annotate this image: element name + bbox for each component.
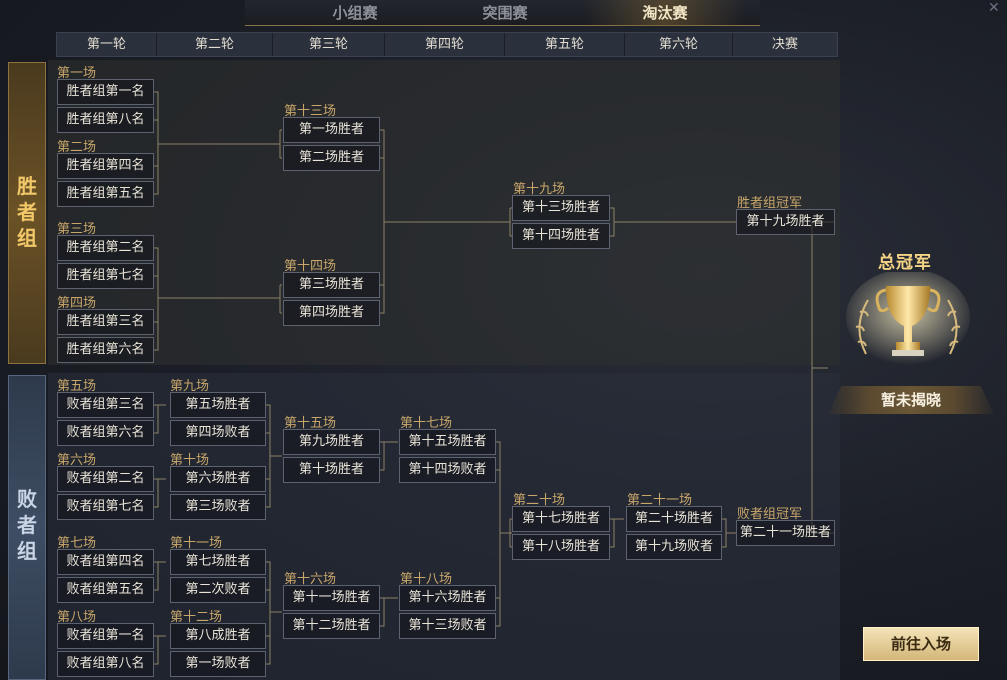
bracket-slot[interactable]: 败者组第七名 — [57, 494, 154, 520]
losers-group-label: 败者组 — [17, 487, 37, 563]
bracket-slot[interactable]: 胜者组第一名 — [57, 79, 154, 105]
match-label: 第十五场 — [284, 416, 337, 431]
match-label: 第十四场 — [284, 259, 337, 274]
bracket-slot[interactable]: 第四场胜者 — [283, 300, 380, 326]
bracket-slot[interactable]: 第十一场胜者 — [283, 585, 380, 611]
round-1: 第一轮 — [57, 33, 157, 56]
bracket-slot[interactable]: 第十四场胜者 — [512, 223, 610, 249]
winners-group-label: 胜者组 — [17, 174, 37, 250]
match-label: 第九场 — [170, 379, 210, 394]
round-final: 决赛 — [771, 37, 798, 52]
match-label: 第十六场 — [284, 572, 337, 587]
bracket-slot[interactable]: 第三场胜者 — [283, 272, 380, 298]
connector — [154, 91, 159, 195]
match-label: 第十七场 — [400, 416, 453, 431]
round-header: 第一轮 第二轮 第三轮 第四轮 第五轮 第六轮 决赛 — [56, 32, 838, 57]
bracket-slot[interactable]: 第五场胜者 — [170, 392, 266, 418]
match-label: 败者组冠军 — [737, 507, 803, 522]
round-4: 第四轮 — [385, 33, 505, 56]
bracket-slot[interactable]: 第四场败者 — [170, 420, 266, 446]
round-2: 第二轮 — [157, 33, 273, 56]
bracket-slot[interactable]: 第二十一场胜者 — [736, 520, 835, 546]
bracket-slot[interactable]: 胜者组第七名 — [57, 263, 154, 289]
match-label: 第十九场 — [513, 182, 566, 197]
bracket-slot[interactable]: 第十二场胜者 — [283, 613, 380, 639]
bracket-slot[interactable]: 败者组第六名 — [57, 420, 154, 446]
match-label: 第一场 — [57, 66, 97, 81]
bracket-slot[interactable]: 第三场败者 — [170, 494, 266, 520]
losers-group-band: 败者组 — [8, 375, 46, 680]
bracket-slot[interactable]: 败者组第八名 — [57, 651, 154, 677]
match-label: 第十场 — [170, 453, 210, 468]
bracket-slot[interactable]: 第十五场胜者 — [399, 429, 496, 455]
bracket-slot[interactable]: 第二次败者 — [170, 577, 266, 603]
bracket-slot[interactable]: 第九场胜者 — [283, 429, 380, 455]
champion-status: 暂未揭晓 — [828, 386, 994, 414]
bracket-slot[interactable]: 第十七场胜者 — [512, 506, 610, 532]
bracket-slot[interactable]: 胜者组第六名 — [57, 337, 154, 363]
bracket-slot[interactable]: 败者组第一名 — [57, 623, 154, 649]
match-label: 第五场 — [57, 379, 97, 394]
match-label: 第七场 — [57, 536, 97, 551]
bracket-slot[interactable]: 第十六场胜者 — [399, 585, 496, 611]
bracket-slot[interactable]: 第二十场胜者 — [626, 506, 722, 532]
match-label: 第八场 — [57, 610, 97, 625]
bracket-slot[interactable]: 胜者组第四名 — [57, 153, 154, 179]
bracket-slot[interactable]: 第六场胜者 — [170, 466, 266, 492]
close-icon[interactable]: ✕ — [988, 0, 1000, 16]
bracket-slot[interactable]: 第一场败者 — [170, 651, 266, 677]
bracket-slot[interactable]: 胜者组第二名 — [57, 235, 154, 261]
match-label: 第二场 — [57, 140, 97, 155]
bracket-slot[interactable]: 第十八场胜者 — [512, 534, 610, 560]
bracket-slot[interactable]: 第八成胜者 — [170, 623, 266, 649]
winners-group-band: 胜者组 — [8, 62, 46, 364]
round-6: 第六轮 — [625, 33, 733, 56]
bracket-slot[interactable]: 胜者组第五名 — [57, 181, 154, 207]
match-label: 第十三场 — [284, 104, 337, 119]
tab-knockout[interactable]: 淘汰赛 — [585, 0, 745, 26]
match-label: 第四场 — [57, 296, 97, 311]
bracket-slot[interactable]: 败者组第四名 — [57, 549, 154, 575]
bracket-slot[interactable]: 败者组第五名 — [57, 577, 154, 603]
match-label: 第三场 — [57, 222, 97, 237]
enter-arena-button[interactable]: 前往入场 — [863, 627, 979, 661]
bracket-slot[interactable]: 胜者组第三名 — [57, 309, 154, 335]
tab-group-stage[interactable]: 小组赛 — [332, 4, 378, 22]
tab-breakout[interactable]: 突围赛 — [482, 4, 528, 22]
bracket-slot[interactable]: 第十场胜者 — [283, 457, 380, 483]
bracket-slot[interactable]: 第一场胜者 — [283, 117, 380, 143]
match-label: 第十二场 — [170, 610, 223, 625]
match-label: 第十八场 — [400, 572, 453, 587]
trophy-icon — [846, 272, 970, 365]
bracket-slot[interactable]: 第十三场败者 — [399, 613, 496, 639]
bracket-slot[interactable]: 第七场胜者 — [170, 549, 266, 575]
round-5: 第五轮 — [505, 33, 625, 56]
bracket-slot[interactable]: 第十三场胜者 — [512, 195, 610, 221]
round-3: 第三轮 — [273, 33, 385, 56]
bracket-slot[interactable]: 第十四场败者 — [399, 457, 496, 483]
grand-champion-title: 总冠军 — [878, 253, 932, 273]
bracket-slot[interactable]: 第十九场胜者 — [736, 209, 835, 235]
match-label: 第十一场 — [170, 536, 223, 551]
bracket-slot[interactable]: 败者组第二名 — [57, 466, 154, 492]
bracket-slot[interactable]: 第十九场败者 — [626, 534, 722, 560]
winners-panel — [48, 60, 840, 365]
match-label: 第二十一场 — [627, 493, 693, 508]
bracket-slot[interactable]: 胜者组第八名 — [57, 107, 154, 133]
match-label: 胜者组冠军 — [737, 196, 803, 211]
mode-tabs: 小组赛 突围赛 淘汰赛 — [245, 0, 760, 26]
bracket-slot[interactable]: 第二场胜者 — [283, 145, 380, 171]
match-label: 第六场 — [57, 453, 97, 468]
bracket-slot[interactable]: 败者组第三名 — [57, 392, 154, 418]
match-label: 第二十场 — [513, 493, 566, 508]
